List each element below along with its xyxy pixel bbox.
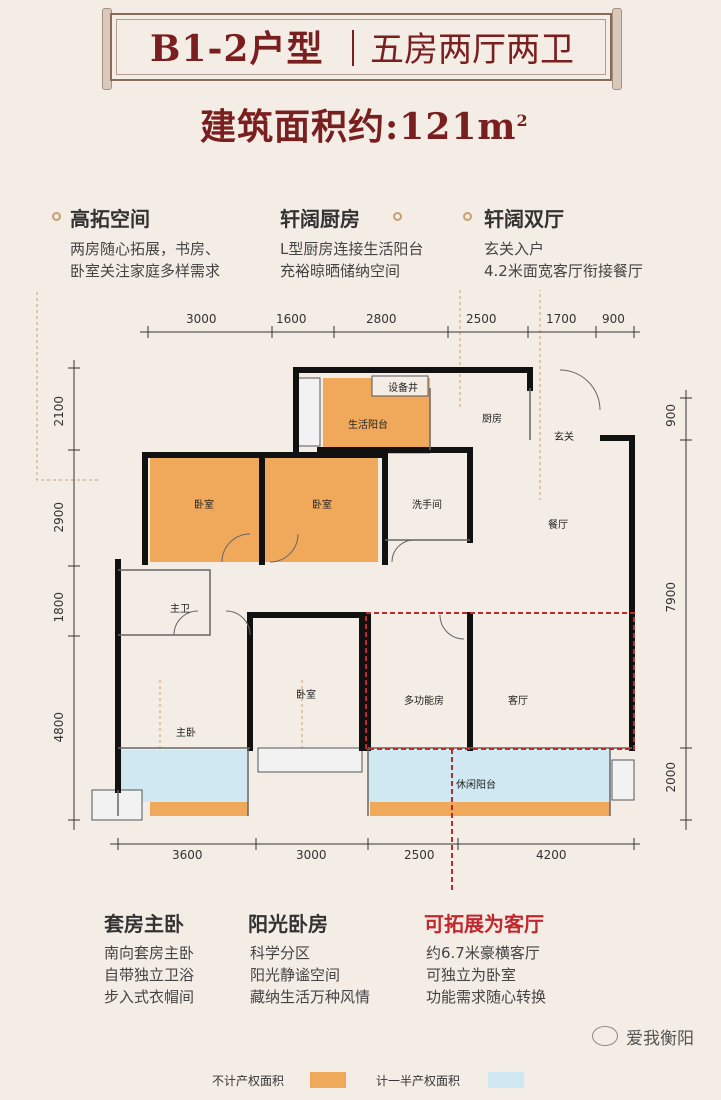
area-superscript: 2 [516,111,529,130]
feature-line: 两房随心拓展，书房、 [70,240,221,258]
feature-title: 轩阔厨房 [280,207,360,231]
leisure-balcony-fill [368,750,610,802]
feature-line: 科学分区 [250,944,311,962]
dim-top-2: 1600 [276,312,307,326]
feature-dot [463,212,472,221]
feature-title: 轩阔双厅 [484,207,564,231]
unit-type-title: B1-2户型 [150,28,324,70]
ac-unit-top [297,377,321,447]
feature-title-highlight: 可拓展为客厅 [424,912,544,936]
bottom-dimension-line [110,838,640,850]
feature-line: 卧室关注家庭多样需求 [70,262,221,280]
master-balcony-edge [150,802,248,816]
dim-left-1: 2100 [52,396,66,427]
room-living: 客厅 [508,696,528,707]
dim-top-5: 1700 [546,312,577,326]
watermark-text: 爱我衡阳 [626,1029,694,1049]
room-living-balcony: 生活阳台 [348,420,388,431]
feature-title: 套房主卧 [104,912,184,936]
building-area: 建筑面积约:121m2 [200,98,529,150]
ac-unit-mid [257,747,363,773]
room-equipment-well: 设备井 [388,383,418,394]
dim-right-2: 7900 [664,582,678,613]
title-banner [110,13,612,81]
walls [115,367,635,793]
layout-title: 五房两厅两卫 [370,30,574,70]
banner-rod-right [612,8,622,90]
feature-line: 步入式衣帽间 [104,988,195,1006]
bedroom-2-fill [264,458,378,562]
room-leisure-balcony: 休闲阳台 [456,780,496,791]
room-bedroom-1: 卧室 [194,500,214,511]
top-dimension-line [140,326,640,338]
legend-not-counted-label: 不计产权面积 [212,1074,285,1088]
feature-line: 自带独立卫浴 [104,966,195,984]
room-bedroom-3: 卧室 [296,690,316,701]
feature-line: 功能需求随心转换 [426,988,547,1006]
wechat-icon [592,1026,618,1046]
leader-line [36,290,100,481]
dim-left-2: 2900 [52,502,66,533]
legend-not-counted-swatch [310,1072,346,1088]
leisure-balcony-edge [370,802,610,816]
feature-line: 南向套房主卧 [104,944,195,962]
feature-title: 阳光卧房 [248,912,328,936]
room-dining: 餐厅 [548,520,568,531]
feature-line: 4.2米面宽客厅衔接餐厅 [484,262,643,280]
legend-half-counted-label: 计一半产权面积 [376,1074,461,1088]
dim-bottom-4: 4200 [536,848,567,862]
feature-line: L型厨房连接生活阳台 [280,240,424,258]
legend-half-counted-swatch [488,1072,524,1088]
room-kitchen: 厨房 [482,414,502,425]
dim-left-4: 4800 [52,712,66,743]
left-dimension-line [68,360,80,830]
feature-line: 藏纳生活万种风情 [250,988,371,1006]
leader-lines [36,290,541,760]
dim-top-4: 2500 [466,312,497,326]
expansion-area-outline [365,612,635,750]
feature-line: 约6.7米豪横客厅 [426,944,540,962]
room-master-bath: 主卫 [170,604,190,615]
dim-top-1: 3000 [186,312,217,326]
feature-line: 可独立为卧室 [426,966,517,984]
room-multi-function: 多功能房 [404,696,444,707]
dim-bottom-2: 3000 [296,848,327,862]
dim-top-6: 900 [602,312,625,326]
ac-unit-right [611,759,635,801]
feature-line: 充裕晾晒储纳空间 [280,262,401,280]
bedroom-1-fill [150,458,260,562]
feature-dot [393,212,402,221]
room-foyer: 玄关 [554,432,574,443]
equipment-well-box [371,375,429,397]
feature-dot [52,212,61,221]
floor-plan [36,290,692,890]
dim-top-3: 2800 [366,312,397,326]
dim-bottom-3: 2500 [404,848,435,862]
dim-right-1: 900 [664,404,678,427]
right-dimension-line [680,390,692,830]
ac-unit-left [91,789,143,821]
room-bedroom-2: 卧室 [312,500,332,511]
room-master-bedroom: 主卧 [176,728,196,739]
dim-bottom-1: 3600 [172,848,203,862]
title-separator [352,30,354,66]
feature-line: 玄关入户 [484,240,545,258]
dim-left-3: 1800 [52,592,66,623]
room-washroom: 洗手间 [412,500,442,511]
door-swings [173,369,601,640]
area-text: 建筑面积约:121m [200,106,517,148]
dim-right-3: 2000 [664,762,678,793]
feature-title: 高拓空间 [70,207,150,231]
feature-line: 阳光静谧空间 [250,966,341,984]
